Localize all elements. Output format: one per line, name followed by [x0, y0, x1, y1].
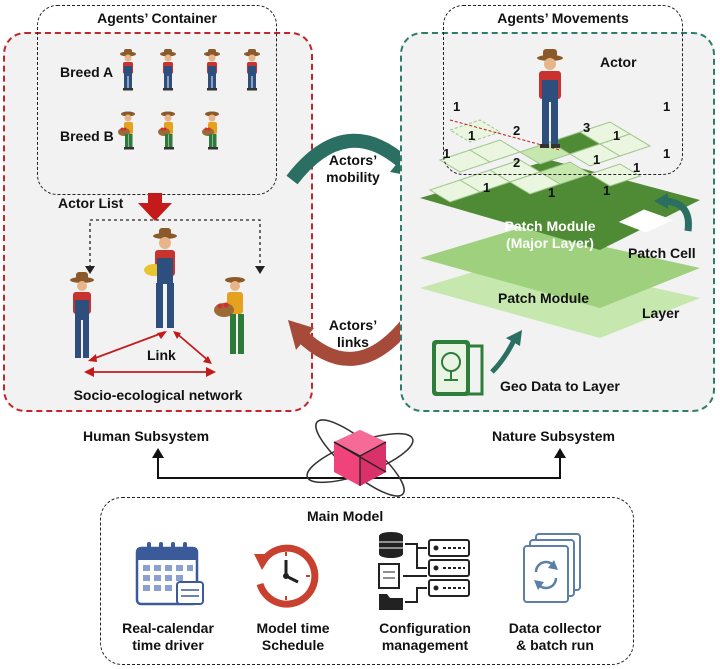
actor-list-label: Actor List	[58, 195, 124, 211]
human-subsystem-title: Human Subsystem	[83, 428, 210, 444]
agents-container-title: Agents’ Container	[97, 10, 217, 26]
clock-component-label: Model time Schedule	[256, 620, 330, 653]
agents-movements-title: Agents’ Movements	[497, 10, 629, 26]
config-component-label: Configuration management	[379, 620, 471, 653]
patch-module-label: Patch Module	[498, 290, 590, 306]
database-config-icon	[378, 532, 470, 610]
actors-links-arrow	[288, 315, 416, 366]
nature-subsystem-title: Nature Subsystem	[492, 428, 615, 444]
breed-b-agents	[118, 111, 219, 150]
farmer-icon	[120, 49, 136, 91]
patch-module-major-label: Patch Module (Major Layer)	[504, 218, 596, 251]
layer-plane	[420, 258, 700, 338]
patch-cell	[618, 209, 674, 233]
patch-grid	[428, 119, 652, 203]
breed-a-label: Breed A	[60, 64, 114, 80]
clock-schedule-icon	[254, 544, 319, 608]
actor-list-dotted-connectors	[85, 219, 265, 274]
main-model-box	[100, 497, 634, 665]
geo-data-icon	[432, 330, 522, 396]
main-model-title: Main Model	[307, 508, 384, 524]
breed-a-agents	[120, 49, 260, 91]
actors-links-label: Actors’ links	[328, 317, 378, 350]
patch-cell-label: Patch Cell	[628, 245, 696, 261]
actor-list-arrow	[138, 193, 172, 221]
actors-mobility-label: Actors’ mobility	[326, 152, 380, 185]
actor-right-icon	[214, 277, 245, 354]
calendar-icon	[135, 542, 204, 606]
layer-label: Layer	[642, 305, 680, 321]
socio-ecological-network-label: Socio-ecological network	[73, 387, 243, 403]
actor-left-icon	[70, 272, 94, 358]
breed-b-label: Breed B	[60, 128, 114, 144]
human-subsystem-panel	[3, 32, 313, 412]
patch-module-plane	[420, 228, 700, 308]
geo-data-label: Geo Data to Layer	[500, 378, 620, 394]
farmer-basket-icon	[118, 111, 135, 150]
patch-layers	[420, 119, 700, 338]
actor-label: Actor	[600, 54, 637, 70]
actor-center-icon	[144, 228, 177, 328]
batch-collector-icon	[523, 533, 581, 603]
calendar-component-label: Real-calendar time driver	[122, 620, 214, 653]
actor-icon	[537, 49, 563, 148]
main-model-cube-icon	[306, 419, 414, 497]
link-arrows	[84, 331, 216, 377]
link-label: Link	[147, 347, 176, 363]
agents-movements-box	[443, 5, 683, 175]
batch-component-label: Data collector & batch run	[508, 620, 602, 653]
network-actors	[70, 228, 245, 358]
patch-cell-arrow	[654, 193, 692, 232]
